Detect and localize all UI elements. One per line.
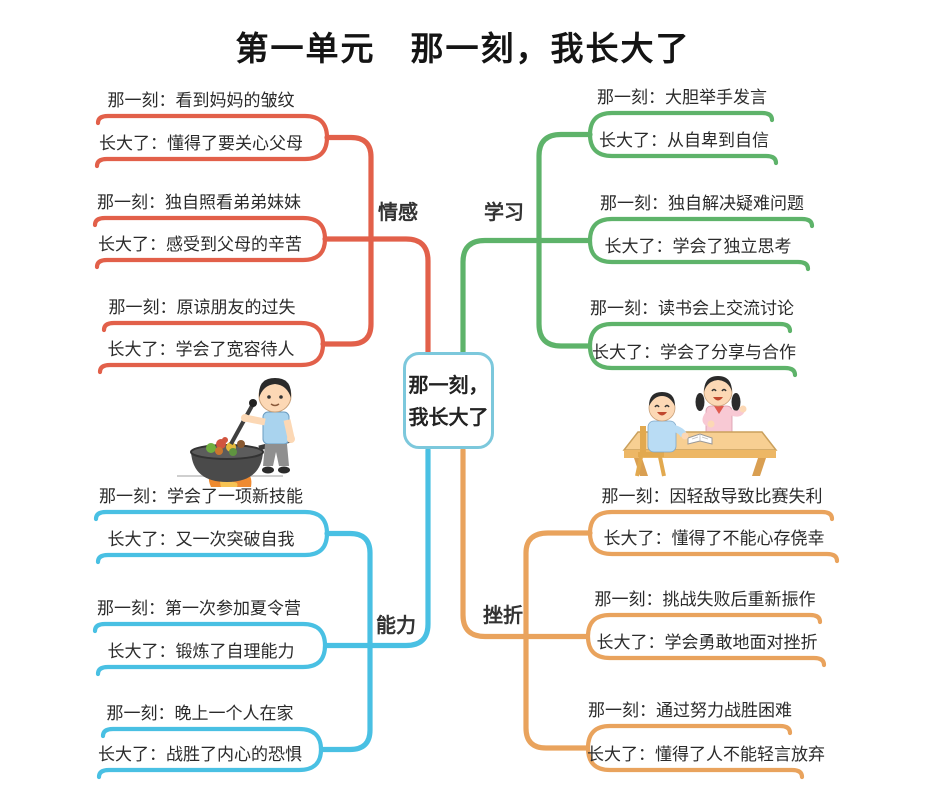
node-growth-text: 长大了：从自卑到自信 <box>599 131 769 151</box>
page-title: 第一单元 那一刻，我长大了 <box>235 29 691 68</box>
boy-cooking-illustration <box>177 378 295 487</box>
branch-setback-node3-bracket <box>585 723 805 780</box>
branch-ability-node2-bracket <box>92 621 328 677</box>
branch-setback-node2-bracket <box>585 612 827 668</box>
node-moment-text: 那一刻：通过努力战胜困难 <box>588 701 792 721</box>
node-moment-text: 那一刻：原谅朋友的过失 <box>108 298 296 318</box>
node-moment-text: 那一刻：晚上一个人在家 <box>106 704 294 724</box>
branch-study-distribution-line <box>536 131 593 349</box>
branch-label-emotion: 情感 <box>378 200 418 224</box>
branch-label-ability: 能力 <box>376 613 416 637</box>
node-growth-text: 长大了：锻炼了自理能力 <box>107 642 295 662</box>
branch-label-setback: 挫折 <box>483 603 523 627</box>
branch-emotion-node1-bracket <box>94 113 330 169</box>
branch-setback-node1-bracket <box>587 509 840 564</box>
node-growth-text: 长大了：学会了独立思考 <box>604 237 792 257</box>
branch-emotion-trunk-line <box>322 236 431 356</box>
branch-study-node2-bracket <box>587 216 815 272</box>
center-topic-node: 那一刻， 我长大了 <box>403 352 494 449</box>
node-moment-text: 那一刻：学会了一项新技能 <box>99 487 303 507</box>
center-topic-line1: 那一刻， <box>408 372 489 397</box>
node-growth-text: 长大了：懂得了不能心存侥幸 <box>603 529 825 549</box>
node-growth-text: 长大了：学会了分享与合作 <box>592 343 796 363</box>
classmates-discussing-illustration <box>622 376 778 477</box>
branch-ability-node1-bracket <box>93 509 330 565</box>
node-growth-text: 长大了：懂得了人不能轻言放弃 <box>587 745 825 765</box>
node-moment-text: 那一刻：看到妈妈的皱纹 <box>107 91 295 111</box>
branch-setback-lines <box>460 447 840 780</box>
node-growth-text: 长大了：学会勇敢地面对挫折 <box>596 633 818 653</box>
node-growth-text: 长大了：感受到父母的辛苦 <box>98 235 302 255</box>
branch-study-node3-bracket <box>587 321 798 378</box>
node-moment-text: 那一刻：读书会上交流讨论 <box>590 299 794 319</box>
branch-setback-trunk-line <box>460 447 589 640</box>
node-growth-text: 长大了：学会了宽容待人 <box>107 340 295 360</box>
node-moment-text: 那一刻：大胆举手发言 <box>597 88 767 108</box>
node-moment-text: 那一刻：独自解决疑难问题 <box>600 194 804 214</box>
branch-emotion-lines <box>92 113 431 375</box>
branch-emotion-distribution-line <box>320 134 374 347</box>
node-growth-text: 长大了：又一次突破自我 <box>107 530 295 550</box>
node-growth-text: 长大了：懂得了要关心父母 <box>99 134 303 154</box>
branch-ability-distribution-line <box>320 530 373 753</box>
node-moment-text: 那一刻：挑战失败后重新振作 <box>594 590 816 610</box>
node-moment-text: 那一刻：独自照看弟弟妹妹 <box>97 193 301 213</box>
branch-study-lines <box>460 110 815 378</box>
node-moment-text: 那一刻：第一次参加夏令营 <box>97 599 301 619</box>
branch-ability-node3-bracket <box>96 726 324 780</box>
branch-emotion-node3-bracket <box>97 320 326 375</box>
branch-ability-lines <box>92 447 431 780</box>
node-moment-text: 那一刻：因轻敌导致比赛失利 <box>601 487 823 507</box>
branch-label-study: 学习 <box>484 200 524 224</box>
branch-setback-distribution-line <box>523 530 593 751</box>
branch-emotion-node2-bracket <box>92 215 328 270</box>
node-growth-text: 长大了：战胜了内心的恐惧 <box>98 745 302 765</box>
center-topic-line2: 我长大了 <box>408 404 489 429</box>
branch-study-node1-bracket <box>587 110 779 166</box>
branch-study-trunk-line <box>460 237 591 356</box>
branch-ability-trunk-line <box>324 447 431 649</box>
